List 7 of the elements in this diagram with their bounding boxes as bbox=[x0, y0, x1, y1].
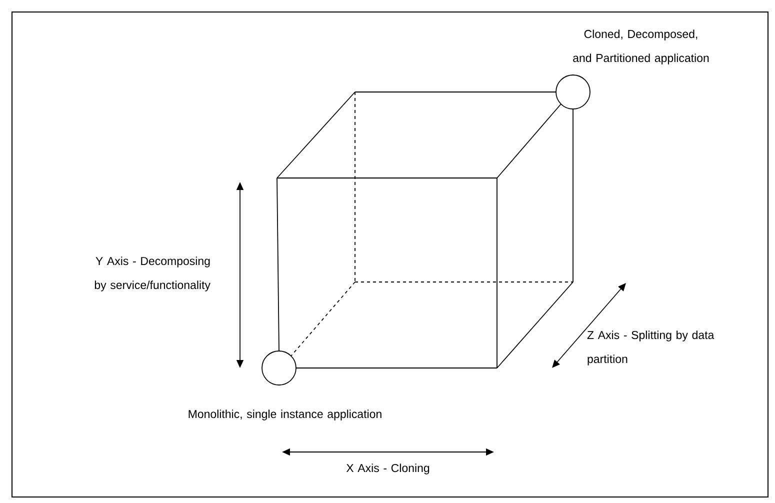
axis-label: X Axis - Cloning bbox=[346, 464, 430, 474]
circle-marker bbox=[556, 74, 590, 110]
node-caption: Cloned, Decomposed, and Partitioned application bbox=[573, 30, 709, 64]
axis-label: Z Axis - Splitting by data partition bbox=[587, 330, 714, 366]
circle-marker bbox=[262, 350, 296, 386]
axis-label: Y Axis - Decomposing by service/functionality bbox=[94, 256, 210, 292]
node-caption: Monolithic, single instance application bbox=[188, 410, 382, 420]
